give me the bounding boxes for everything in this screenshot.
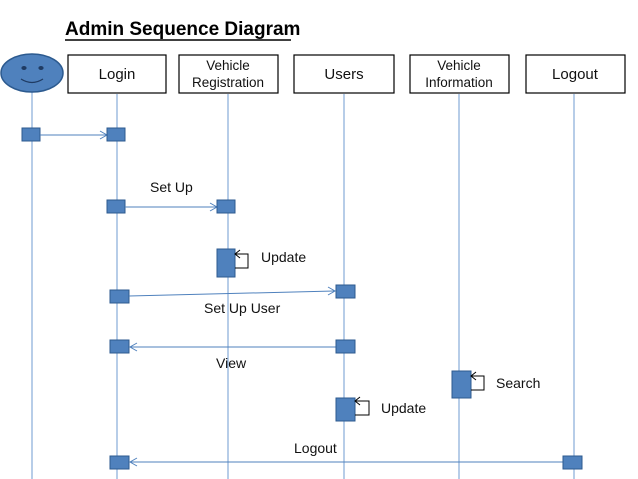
header-users-label: Users xyxy=(324,66,363,83)
message-label-view: View xyxy=(216,355,247,371)
arrowhead xyxy=(354,396,361,406)
message-set-up: Set Up xyxy=(106,179,236,214)
arrowhead xyxy=(234,249,241,259)
activation-box xyxy=(451,370,472,399)
message-label-set-up-user: Set Up User xyxy=(204,300,281,316)
actor-smile xyxy=(20,78,44,84)
lifelines xyxy=(31,92,575,479)
activation-box xyxy=(216,199,236,214)
activation-box xyxy=(109,339,130,354)
message-arrow xyxy=(128,290,335,297)
message-label-set-up: Set Up xyxy=(150,179,193,195)
activation-box xyxy=(109,289,130,304)
activation-box xyxy=(106,127,126,142)
header-vehicle-registration: Vehicle Registration xyxy=(178,54,279,94)
arrowhead xyxy=(128,457,138,467)
header-vehicle-information-line2: Information xyxy=(425,75,493,90)
message-view: View xyxy=(109,339,356,371)
arrowhead xyxy=(470,371,477,381)
activation-box xyxy=(335,339,356,354)
header-vehicle-information-line1: Vehicle xyxy=(437,58,481,73)
message-label-update: Update xyxy=(261,249,306,265)
header-logout-label: Logout xyxy=(552,66,599,83)
header-users: Users xyxy=(293,54,395,94)
self-message-loop xyxy=(355,400,370,416)
activation-box xyxy=(21,127,41,142)
message-actor-to-login xyxy=(21,127,126,142)
arrowhead xyxy=(327,286,337,296)
activation-box xyxy=(335,397,356,422)
message-search: Search xyxy=(451,370,540,399)
diagram-title: Admin Sequence Diagram xyxy=(65,19,300,40)
activation-box xyxy=(106,199,126,214)
header-vehicle-registration-line1: Vehicle xyxy=(206,58,250,73)
actor xyxy=(0,53,64,93)
activation-box xyxy=(335,284,356,299)
arrowhead xyxy=(128,342,138,352)
self-message-loop xyxy=(235,253,249,269)
message-set-up-user: Set Up User xyxy=(109,284,356,316)
actor-left-eye xyxy=(21,66,27,70)
actor-right-eye xyxy=(38,66,44,70)
activation-box xyxy=(216,248,236,278)
header-login: Login xyxy=(67,54,167,94)
header-logout: Logout xyxy=(525,54,626,94)
message-update-registration: Update xyxy=(216,248,306,278)
header-login-label: Login xyxy=(99,66,136,83)
self-message-loop xyxy=(471,375,485,391)
header-vehicle-registration-line2: Registration xyxy=(192,75,264,90)
message-update-users: Update xyxy=(335,396,426,422)
message-label-update-users: Update xyxy=(381,400,426,416)
header-vehicle-information: Vehicle Information xyxy=(409,54,510,94)
message-logout: Logout xyxy=(109,440,583,470)
message-label-logout: Logout xyxy=(294,440,337,456)
activation-box xyxy=(562,455,583,470)
activation-box xyxy=(109,455,130,470)
smiley-face-icon xyxy=(0,53,64,93)
message-label-search: Search xyxy=(496,375,540,391)
